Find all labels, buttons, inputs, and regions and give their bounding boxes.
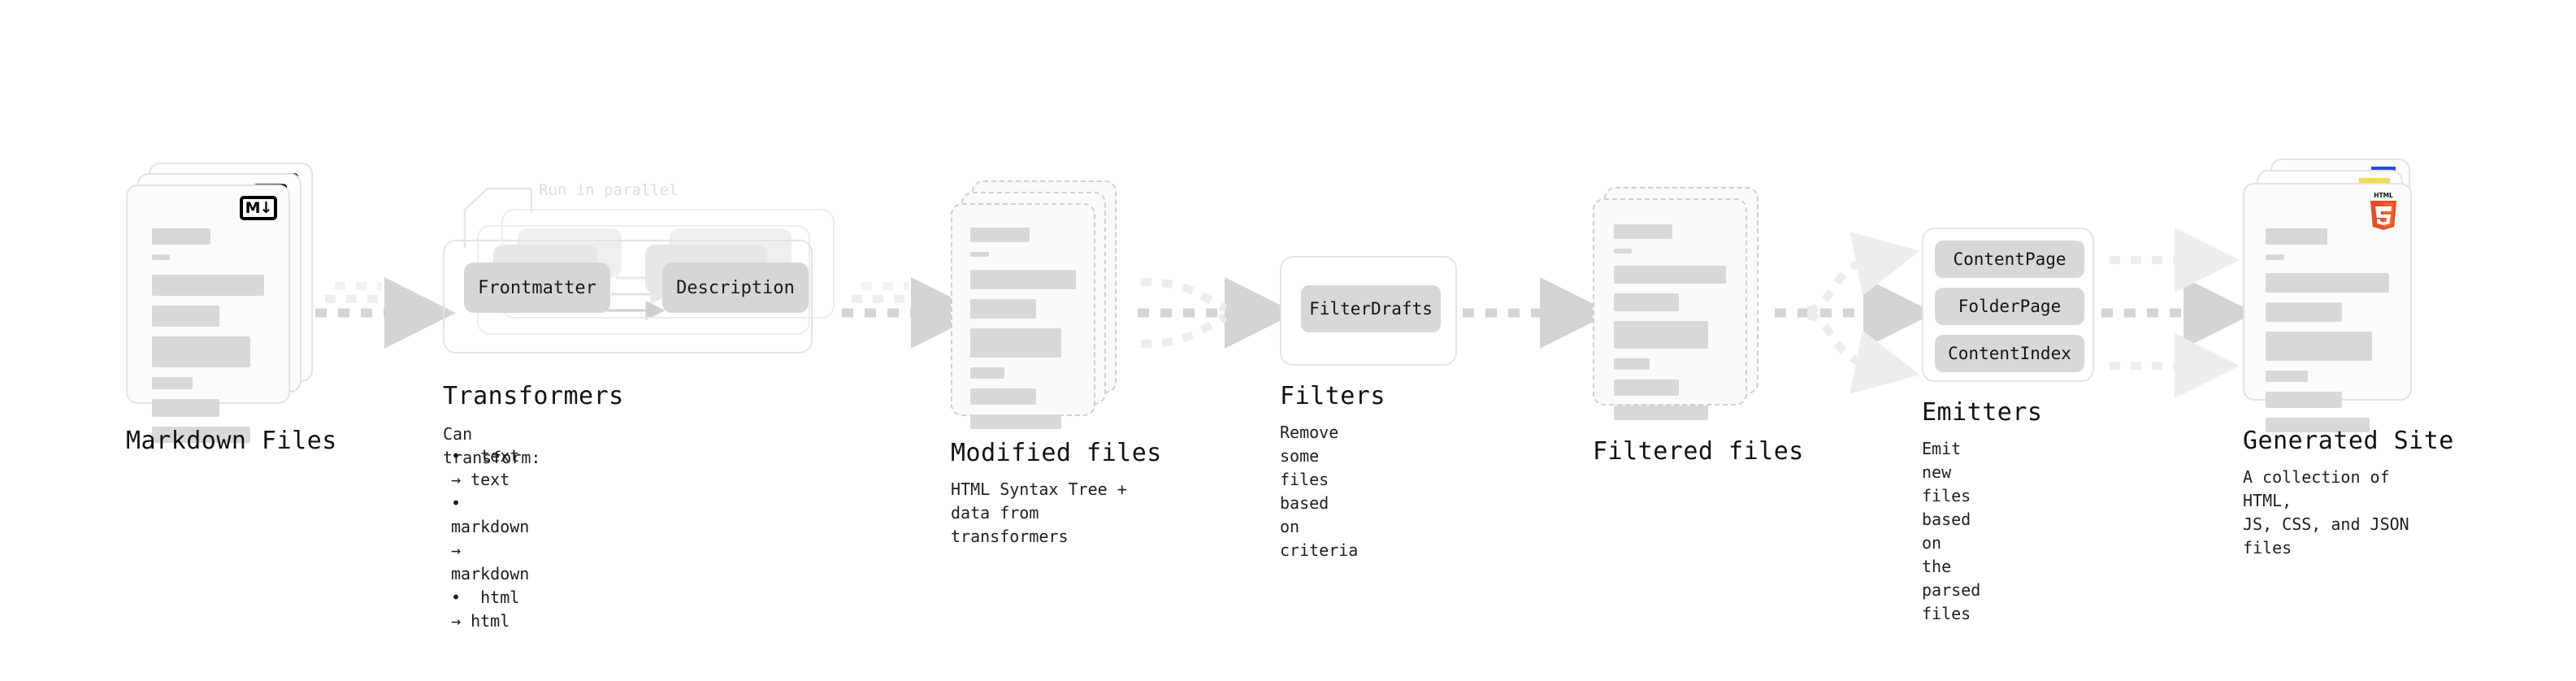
html5-wordmark: HTML: [2374, 192, 2393, 199]
stage-markdown-files: M↓ M↓ M↓: [126, 163, 336, 455]
transformer-chip-frontmatter[interactable]: Frontmatter: [464, 262, 610, 313]
list-item-label: markdown → markdown: [451, 517, 530, 583]
filtered-file-stack: [1593, 187, 1780, 423]
placeholder-line: [1614, 249, 1633, 254]
generated-site-desc: A collection of HTML, JS, CSS, and JSON …: [2243, 467, 2409, 557]
transformers-bullet-list: • text → text • markdown → markdown • ht…: [451, 445, 529, 633]
stage-title-transformers: Transformers: [443, 382, 624, 410]
list-item-label: html → html: [451, 588, 520, 631]
placeholder-line: [2266, 273, 2389, 293]
stage-modified-files: Modified files HTML Syntax Tree + data f…: [951, 180, 1161, 546]
placeholder-line: [152, 427, 251, 443]
placeholder-line: [970, 328, 1061, 358]
connector-filtered-to-emitters: [1775, 232, 1935, 394]
placeholder-line: [2266, 392, 2343, 408]
stage-generated-site: CSS HTML: [2243, 158, 2453, 557]
placeholder-line: [2266, 228, 2327, 245]
markdown-card-front[interactable]: M↓: [126, 184, 290, 443]
placeholder-line: [970, 388, 1036, 405]
placeholder-line: [2266, 254, 2284, 260]
placeholder-line: [1614, 224, 1672, 239]
stage-title-filtered-files: Filtered files: [1593, 437, 1804, 466]
placeholder-line: [2266, 302, 2343, 322]
html5-shield-icon: HTML: [2370, 192, 2396, 230]
placeholder-line: [152, 254, 171, 260]
bullet-marker: •: [451, 446, 471, 466]
site-card-front[interactable]: HTML: [2243, 183, 2412, 432]
markdown-logo: M↓: [240, 196, 277, 220]
stage-title-generated-site: Generated Site: [2243, 427, 2454, 455]
modified-file-stack: [951, 180, 1138, 429]
generated-site-stack: CSS HTML: [2243, 158, 2438, 432]
stage-title-emitters: Emitters: [1922, 398, 2043, 427]
placeholder-line: [970, 367, 1004, 379]
placeholder-line: [970, 270, 1076, 289]
run-in-parallel-label: Run in parallel: [539, 181, 679, 199]
markdown-icon: M↓: [240, 196, 277, 220]
placeholder-line: [152, 228, 210, 245]
placeholder-line: [152, 336, 251, 367]
bullet-marker: •: [451, 588, 471, 607]
placeholder-line: [970, 228, 1030, 242]
bullet-marker: •: [451, 493, 471, 513]
placeholder-line: [152, 399, 219, 417]
placeholder-line: [1614, 380, 1680, 396]
transformers-desc: Can transform:: [443, 424, 541, 467]
list-item: • text → text: [451, 445, 529, 492]
placeholder-line: [1614, 293, 1680, 311]
connector-transformers-to-modified: [842, 277, 982, 349]
list-item: • html → html: [451, 586, 529, 633]
emitter-pill-contentindex[interactable]: ContentIndex: [1935, 335, 2084, 372]
stage-title-modified-files: Modified files: [951, 439, 1162, 467]
transformer-layer-1[interactable]: Frontmatter Description: [443, 240, 813, 354]
stage-title-filters: Filters: [1280, 382, 1386, 410]
placeholder-line: [1614, 321, 1708, 349]
list-item: • markdown → markdown: [451, 492, 529, 586]
connector-emitters-to-site: [2101, 228, 2255, 398]
placeholder-line: [1614, 406, 1708, 420]
placeholder-line: [970, 299, 1036, 319]
stage-title-markdown-files: Markdown Files: [126, 427, 337, 455]
placeholder-line: [2266, 332, 2372, 361]
file-content-placeholder: [970, 228, 1076, 439]
modified-files-desc: HTML Syntax Tree + data from transformer…: [951, 479, 1127, 546]
placeholder-line: [2266, 371, 2308, 382]
markdown-file-stack: M↓ M↓ M↓: [126, 163, 313, 443]
emitters-box[interactable]: ContentPage FolderPage ContentIndex: [1922, 228, 2094, 382]
filtered-card-front[interactable]: [1593, 198, 1747, 420]
filters-box[interactable]: FilterDrafts: [1280, 256, 1457, 366]
placeholder-line: [1614, 358, 1650, 370]
placeholder-line: [2266, 418, 2370, 432]
connector-md-to-transformers: [315, 277, 456, 349]
emitters-desc: Emit new files based on the parsed files: [1922, 439, 1981, 623]
connector-modified-to-filters: [1138, 277, 1296, 349]
modified-card-front[interactable]: [951, 203, 1095, 429]
placeholder-line: [152, 377, 193, 389]
filter-pill-filterdrafts[interactable]: FilterDrafts: [1301, 285, 1441, 332]
placeholder-line: [970, 252, 990, 257]
placeholder-line: [152, 306, 219, 327]
file-content-placeholder: [1614, 224, 1726, 430]
stage-filtered-files: Filtered files: [1593, 187, 1803, 466]
emitter-pill-folderpage[interactable]: FolderPage: [1935, 288, 2084, 325]
html5-icon: HTML: [2366, 191, 2400, 230]
emitter-pill-contentpage[interactable]: ContentPage: [1935, 241, 2084, 278]
placeholder-line: [970, 414, 1061, 429]
list-item-label: text → text: [451, 446, 520, 489]
file-content-placeholder: [152, 228, 264, 453]
placeholder-line: [152, 275, 264, 296]
placeholder-line: [1614, 266, 1726, 284]
transformer-chip-description[interactable]: Description: [662, 262, 809, 313]
file-content-placeholder: [2266, 228, 2389, 442]
filters-desc: Remove some files based on criteria: [1280, 423, 1359, 560]
